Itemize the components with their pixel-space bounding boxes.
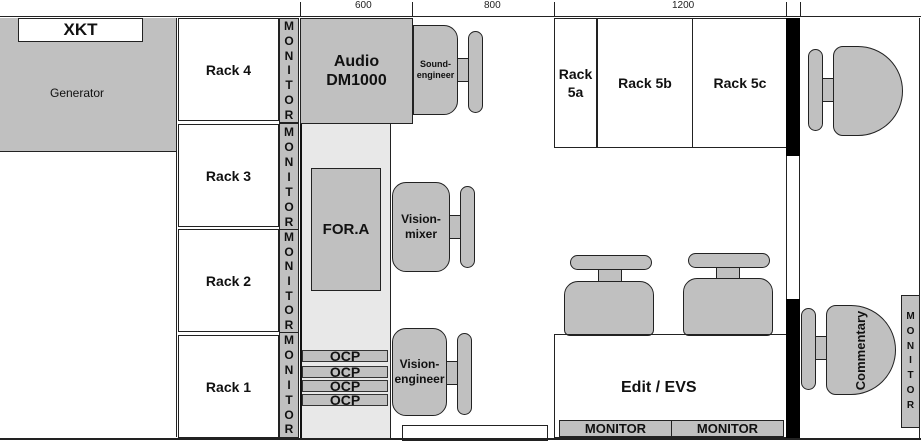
- dim-tick: [800, 2, 801, 17]
- generator-label: Generator: [50, 86, 105, 100]
- vision-mixer-seat-back: [460, 186, 475, 268]
- monitor-strip-rack-3: M O N I T O R: [279, 123, 299, 230]
- monitor-letter: M: [906, 311, 915, 323]
- rack-3: Rack 3: [178, 124, 279, 227]
- evs-monitor-2: MONITOR: [671, 420, 784, 437]
- edit-seat-2-back: [688, 253, 770, 268]
- monitor-letter: M: [284, 124, 294, 139]
- edit-seat-2: [683, 278, 773, 336]
- monitor-letter: O: [284, 139, 294, 154]
- dimension-label-800: 800: [484, 0, 501, 11]
- monitor-letter: O: [284, 34, 294, 49]
- monitor-letter: M: [284, 333, 294, 348]
- booth-seat-upper: [833, 46, 903, 136]
- edit-seat-1-back: [570, 255, 652, 270]
- monitor-letter: T: [285, 78, 293, 93]
- monitor-letter: I: [287, 169, 291, 184]
- vision-mixer-label-1: Vision-: [401, 212, 441, 226]
- monitor-letter: N: [284, 48, 294, 63]
- dimension-baseline: [0, 16, 921, 17]
- dimension-label-1200: 1200: [672, 0, 695, 11]
- partition-wall-lower: [786, 299, 800, 438]
- rack-5a: Rack 5a: [554, 18, 597, 148]
- monitor-letter: M: [284, 19, 294, 34]
- monitor-letter: O: [906, 326, 915, 338]
- monitor-letter: N: [284, 154, 294, 169]
- ocp-unit-3: OCP: [302, 379, 388, 393]
- monitor-letter: O: [284, 199, 294, 214]
- commentary-seat-back: [801, 308, 816, 390]
- vision-engineer-label-2: engineer: [394, 372, 445, 386]
- monitor-letter: O: [284, 92, 294, 107]
- partition-wall-upper: [786, 18, 800, 156]
- monitor-strip-rack-4: M O N I T O R: [279, 18, 299, 123]
- rack-2: Rack 2: [178, 229, 279, 332]
- rack-5c: Rack 5c: [692, 18, 788, 148]
- monitor-letter: O: [284, 303, 294, 318]
- monitor-letter: I: [909, 355, 912, 367]
- rack-5a-label-2: 5a: [567, 84, 584, 100]
- rack-5b: Rack 5b: [597, 18, 693, 148]
- monitor-strip-rack-2: M O N I T O R: [279, 229, 299, 333]
- monitor-letter: O: [284, 407, 294, 422]
- monitor-letter: R: [284, 317, 294, 332]
- rack-1: Rack 1: [178, 335, 279, 438]
- ocp-unit-1: OCP: [302, 349, 388, 363]
- monitor-letter: O: [284, 244, 294, 259]
- monitor-letter: N: [284, 259, 294, 274]
- fora-vision-mixer-panel: FOR.A: [311, 168, 381, 291]
- monitor-letter: T: [907, 370, 914, 382]
- audio-console-dm1000: Audio DM1000: [300, 18, 413, 124]
- audio-label: Audio: [333, 53, 380, 70]
- monitor-letter: R: [284, 107, 294, 122]
- vision-mixer-seat: Vision- mixer: [392, 182, 450, 272]
- monitor-letter: N: [906, 340, 915, 352]
- dim-tick: [786, 2, 787, 17]
- ocp-unit-4: OCP: [302, 393, 388, 407]
- monitor-letter: O: [906, 384, 915, 396]
- monitor-letter: R: [284, 422, 294, 437]
- monitor-letter: O: [284, 348, 294, 363]
- sound-engineer-seat: Sound- engineer: [413, 25, 458, 115]
- commentary-booth: [800, 18, 920, 438]
- monitor-letter: I: [287, 273, 291, 288]
- vision-mixer-label-2: mixer: [404, 227, 438, 241]
- monitor-letter: I: [287, 63, 291, 78]
- monitor-letter: R: [906, 399, 915, 411]
- sound-engineer-seat-back: [468, 31, 483, 113]
- monitor-letter: N: [284, 363, 294, 378]
- monitor-letter: I: [287, 377, 291, 392]
- xkt-box: XKT: [18, 18, 143, 42]
- lower-left-empty-area: [0, 152, 177, 437]
- dm1000-label: DM1000: [326, 72, 387, 89]
- monitor-strip-rack-1: M O N I T O R: [279, 332, 299, 438]
- vision-engineer-label-1: Vision-: [399, 357, 440, 371]
- commentary-monitor: M O N I T O R: [901, 295, 920, 428]
- monitor-letter: T: [285, 184, 293, 199]
- monitor-letter: M: [284, 230, 294, 245]
- dim-tick: [554, 2, 555, 17]
- edit-seat-1: [564, 281, 654, 336]
- monitor-letter: R: [284, 214, 294, 229]
- edit-evs-label: Edit / EVS: [621, 379, 697, 396]
- monitor-letter: T: [285, 392, 293, 407]
- rack-4: Rack 4: [178, 18, 279, 121]
- partition-doorway: [786, 156, 800, 299]
- dim-tick: [412, 2, 413, 17]
- sound-engineer-label-1: Sound-: [420, 59, 451, 69]
- ocp-unit-2: OCP: [302, 365, 388, 379]
- vision-engineer-seat: Vision- engineer: [392, 328, 447, 416]
- sound-engineer-label-2: engineer: [416, 70, 455, 80]
- monitor-letter: T: [285, 288, 293, 303]
- commentary-label: Commentary: [853, 310, 869, 390]
- vision-engineer-seat-back: [457, 333, 472, 415]
- floor-outline-bottom: [0, 438, 921, 440]
- dim-tick: [300, 2, 301, 17]
- booth-seat-upper-back: [808, 49, 823, 131]
- dimension-label-600: 600: [355, 0, 372, 11]
- commentary-seat: Commentary: [826, 305, 896, 395]
- evs-monitor-1: MONITOR: [559, 420, 672, 437]
- rack-5a-label-1: Rack: [558, 66, 593, 82]
